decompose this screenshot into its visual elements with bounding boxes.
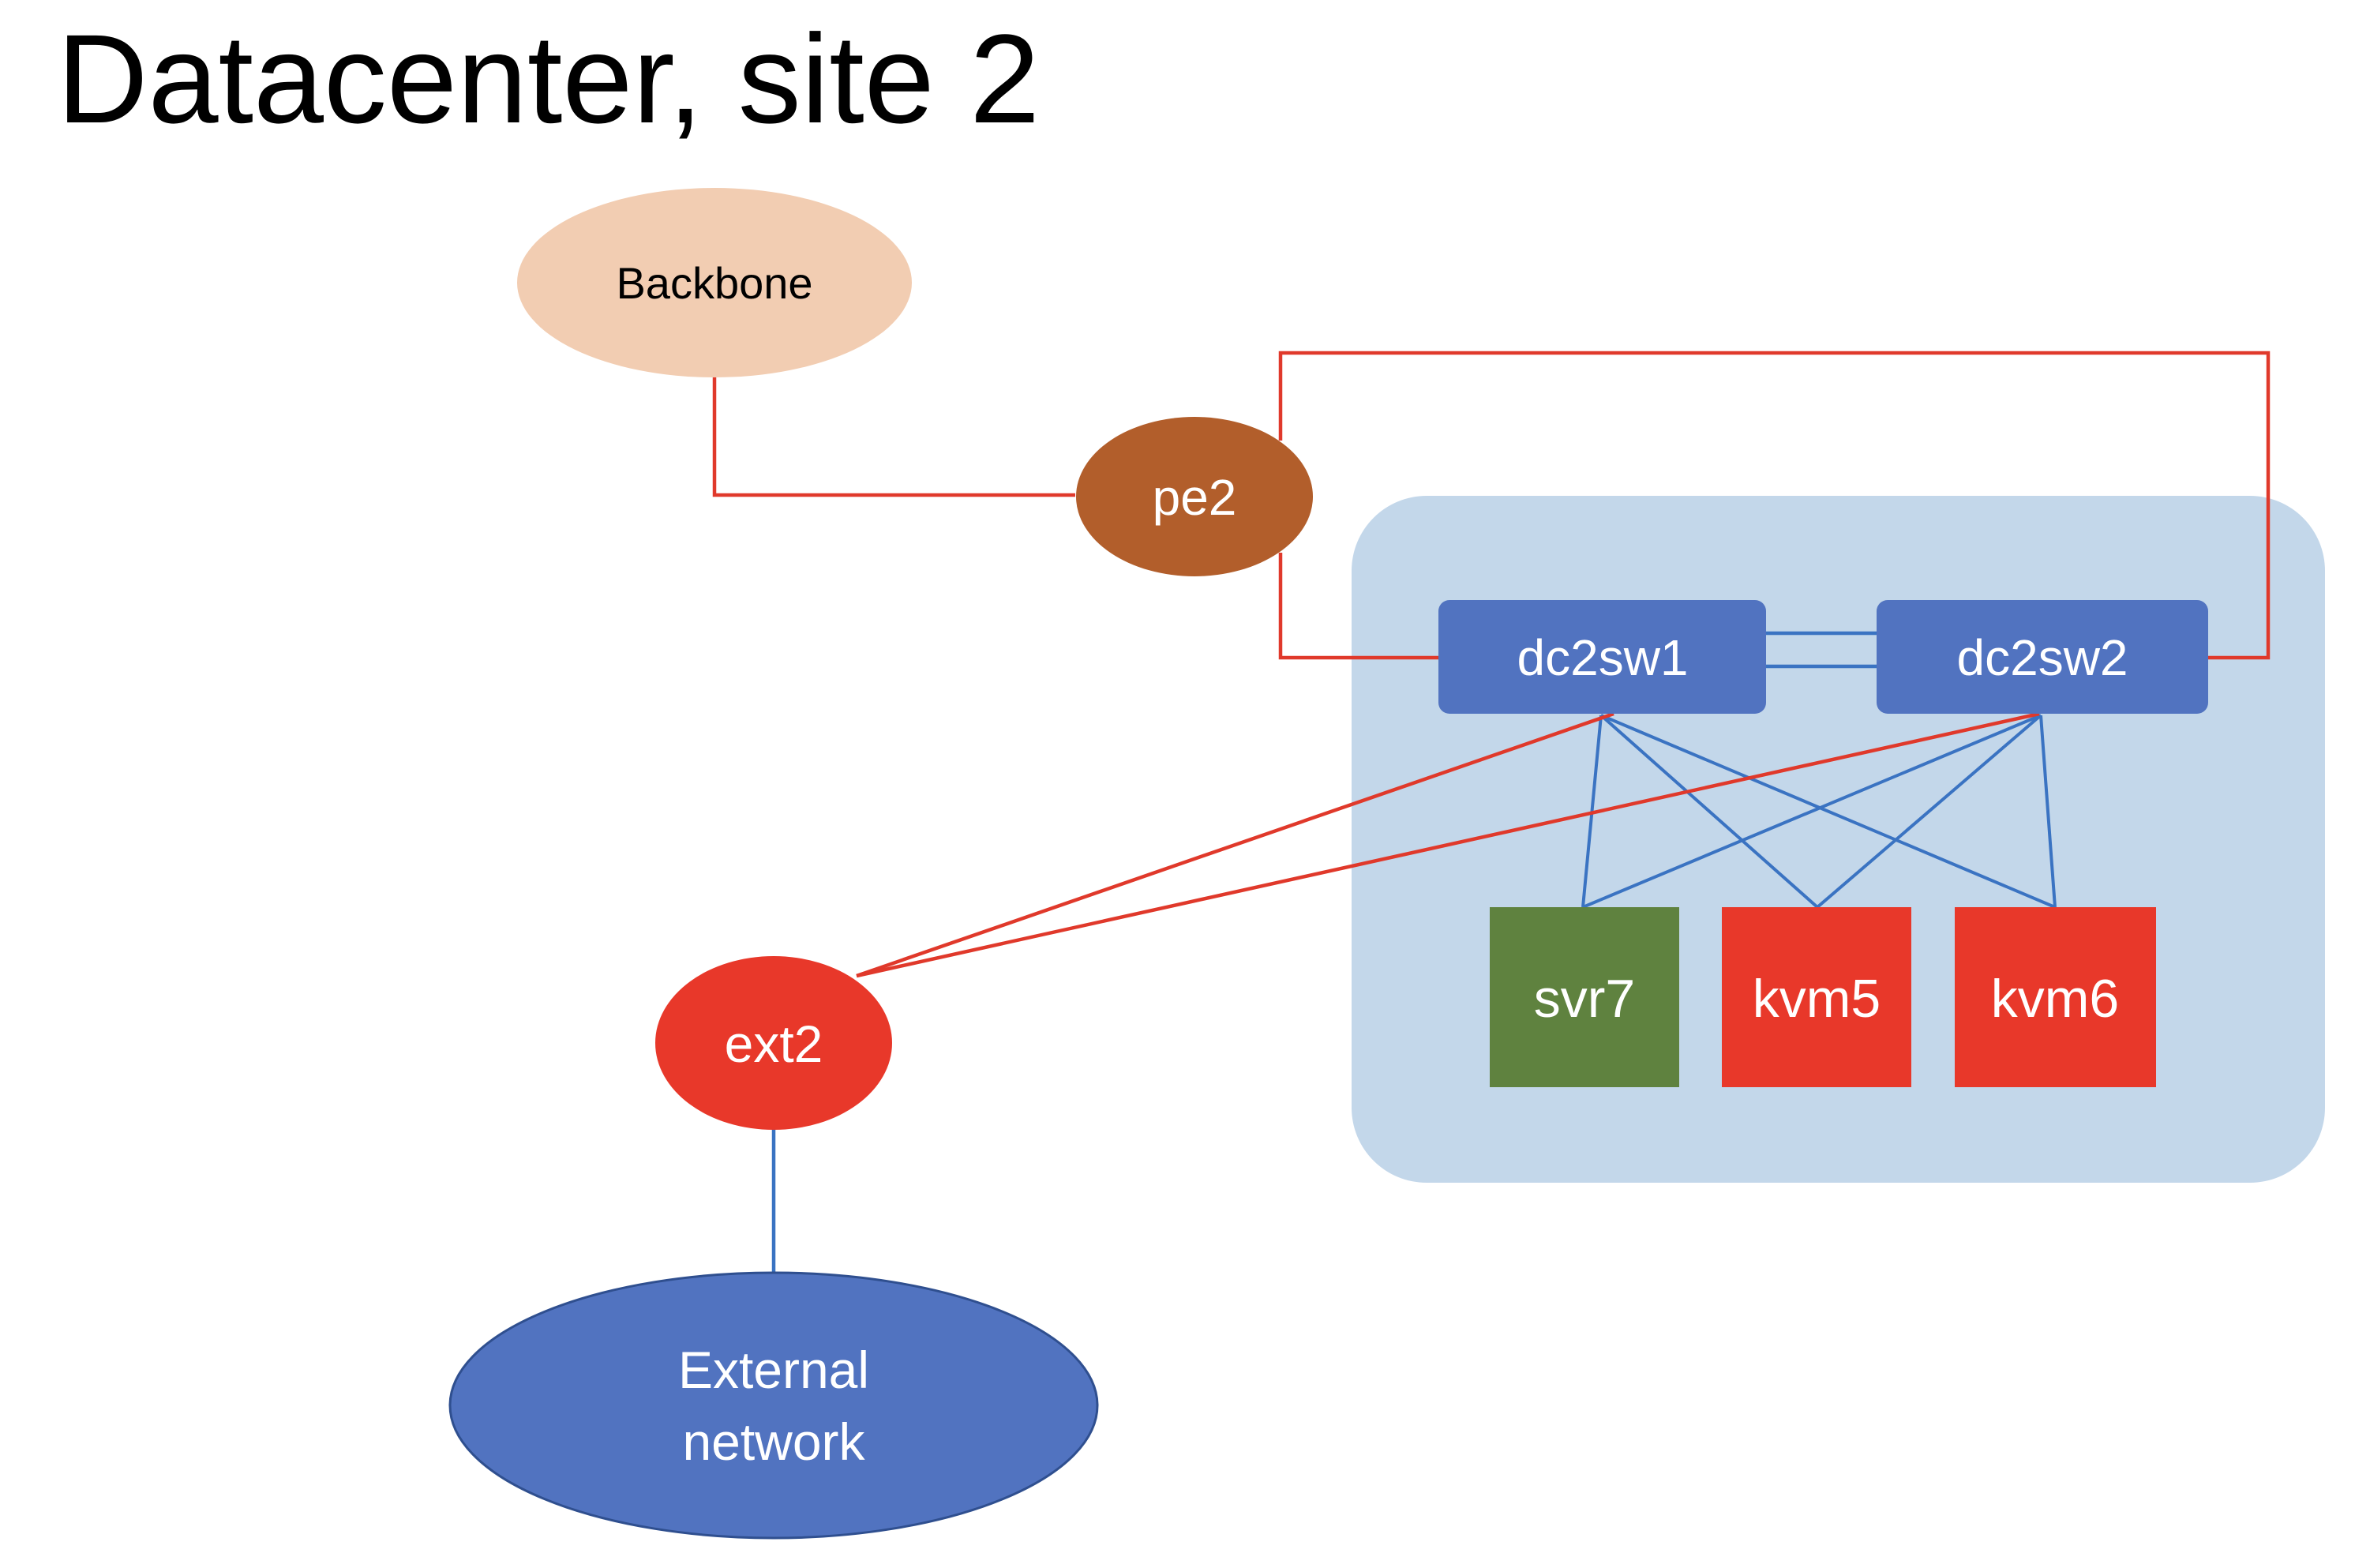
- node-dc2sw2: dc2sw2: [1877, 600, 2208, 714]
- kvm5-label: kvm5: [1753, 969, 1881, 1029]
- node-kvm5: kvm5: [1722, 907, 1911, 1087]
- page-title: Datacenter, site 2: [57, 8, 1041, 149]
- link-backbone-pe2: [712, 377, 1075, 497]
- links: [712, 351, 2271, 1273]
- node-ext2: ext2: [655, 956, 892, 1130]
- ext2-label: ext2: [725, 1015, 823, 1073]
- link-dc2sw1-kvm5: [1599, 714, 1819, 909]
- node-pe2: pe2: [1076, 417, 1313, 576]
- dc2sw2-label: dc2sw2: [1957, 629, 2128, 686]
- external-label-line1: External: [678, 1341, 869, 1399]
- link-dc2sw2-svr7: [1582, 714, 2042, 909]
- link-pe2-dc2sw2: [1278, 351, 2271, 660]
- node-external-network: External network: [448, 1271, 1099, 1540]
- external-label-line2: network: [682, 1412, 865, 1471]
- link-dc2sw2-kvm5: [1816, 714, 2042, 909]
- link-dc2sw1-ext2: [856, 711, 1614, 978]
- kvm6-label: kvm6: [1991, 969, 2119, 1029]
- backbone-label: Backbone: [616, 258, 812, 308]
- node-svr7: svr7: [1490, 907, 1679, 1087]
- svr7-label: svr7: [1534, 969, 1635, 1029]
- link-dc2sw2-ext2: [856, 711, 2040, 978]
- link-dc2sw2-kvm6: [2039, 715, 2057, 908]
- pe2-label: pe2: [1153, 469, 1237, 526]
- node-backbone: Backbone: [517, 188, 912, 377]
- node-dc2sw1: dc2sw1: [1438, 600, 1766, 714]
- link-pe2-dc2sw1: [1278, 553, 1438, 660]
- node-kvm6: kvm6: [1955, 907, 2156, 1087]
- dc2sw1-label: dc2sw1: [1517, 629, 1689, 686]
- link-dc2sw1-kvm6: [1600, 714, 2056, 909]
